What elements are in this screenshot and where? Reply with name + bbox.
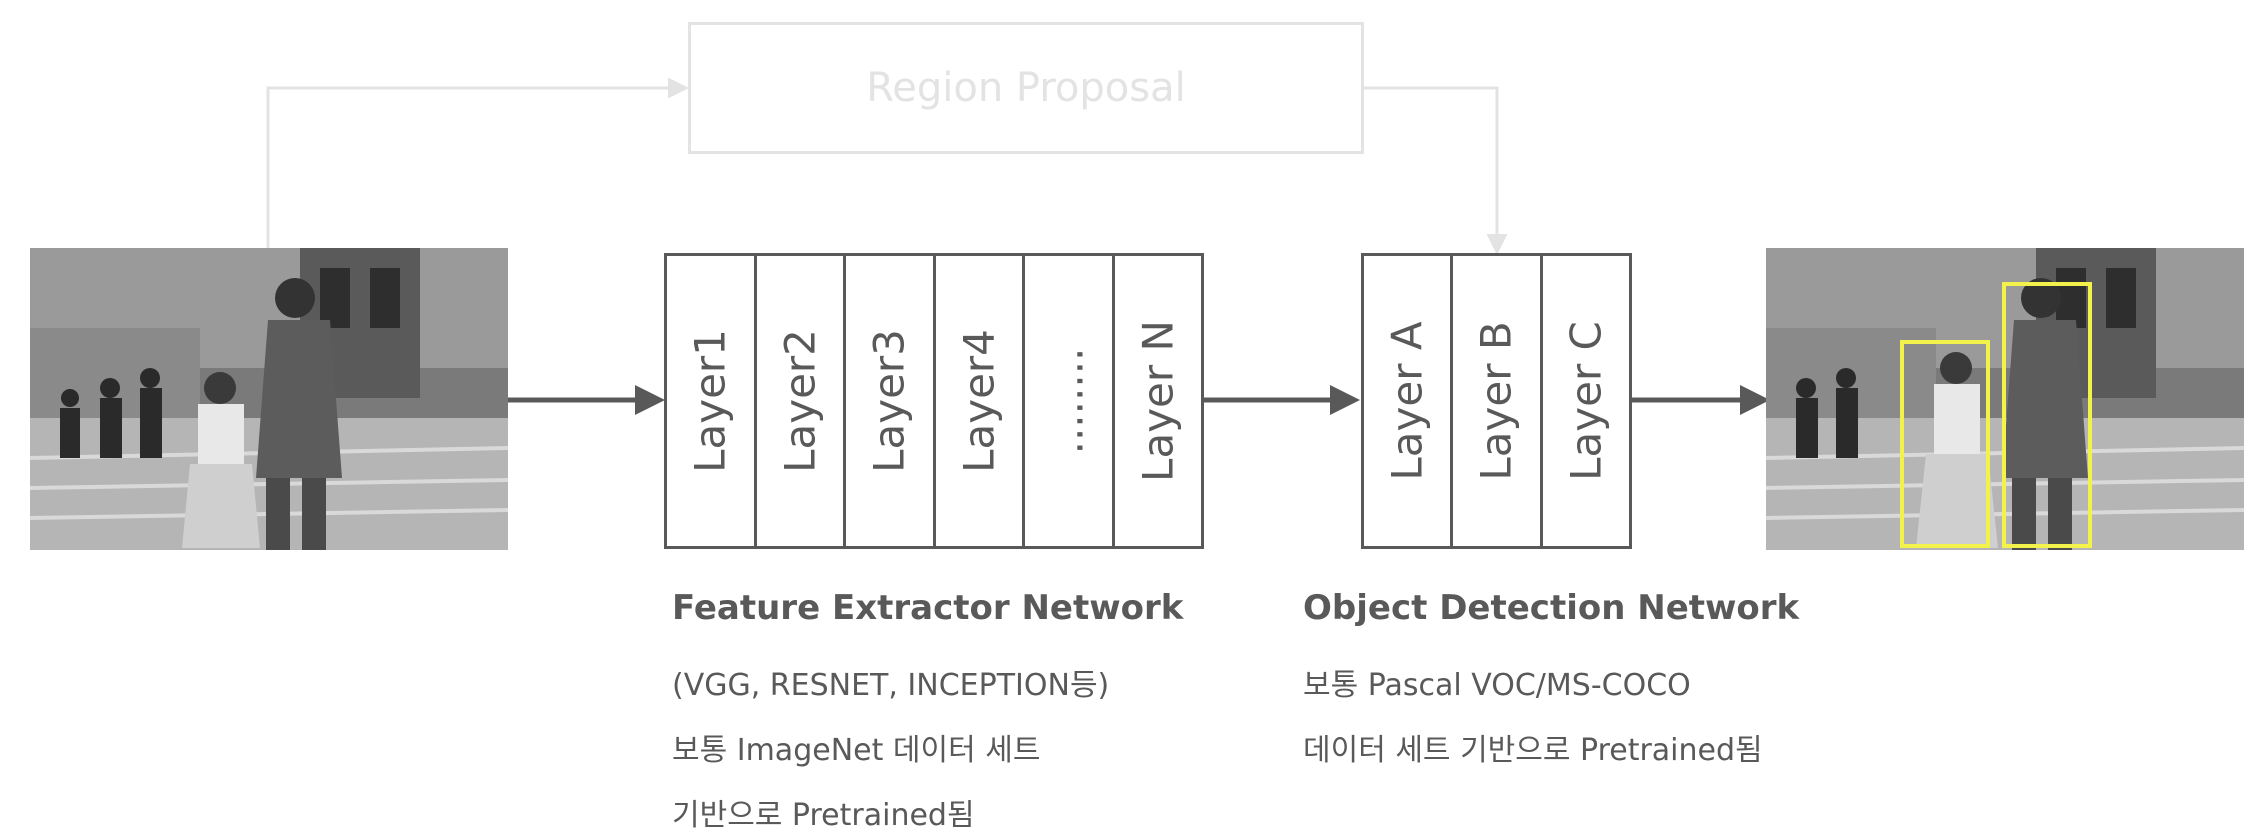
region-proposal-input-line <box>266 77 689 248</box>
feature-extractor-desc-2: 보통 ImageNet 데이터 세트 <box>672 733 1041 768</box>
feature-layer-1: Layer1 <box>667 256 757 546</box>
object-detection-desc-1: 보통 Pascal VOC/MS-COCO <box>1303 668 1691 703</box>
feature-layer-3: Layer3 <box>846 256 936 546</box>
feature-layer-3-label: Layer3 <box>864 329 914 473</box>
feature-layer-4: Layer4 <box>936 256 1025 546</box>
feature-extractor-box: Layer1 Layer2 Layer3 Layer4 ........ Lay… <box>664 253 1204 549</box>
feature-layer-n-label: Layer N <box>1133 320 1183 482</box>
object-detection-title: Object Detection Network <box>1303 588 1800 628</box>
feature-layer-ellipsis-label: ........ <box>1043 347 1093 455</box>
region-proposal-box: Region Proposal <box>688 22 1364 154</box>
object-detection-desc-2: 데이터 세트 기반으로 Pretrained됨 <box>1303 733 1763 768</box>
detection-layer-c: Layer C <box>1543 256 1629 546</box>
feature-layer-1-label: Layer1 <box>685 329 735 473</box>
output-photo-scene <box>1766 248 2244 550</box>
feature-layer-n: Layer N <box>1115 256 1202 546</box>
object-detection-box: Layer A Layer B Layer C <box>1361 253 1632 549</box>
bbox-man <box>2002 282 2092 548</box>
detection-layer-b: Layer B <box>1453 256 1543 546</box>
output-photo <box>1766 248 2244 550</box>
region-proposal-output-line <box>1364 86 1508 255</box>
detection-layer-b-label: Layer B <box>1471 321 1521 481</box>
region-proposal-label: Region Proposal <box>866 65 1186 111</box>
detection-layer-a: Layer A <box>1364 256 1454 546</box>
feature-extractor-title: Feature Extractor Network <box>672 588 1184 628</box>
feature-layer-4-label: Layer4 <box>954 329 1004 473</box>
detection-layer-c-label: Layer C <box>1561 321 1611 481</box>
feature-layer-ellipsis: ........ <box>1025 256 1115 546</box>
feature-layer-2: Layer2 <box>757 256 846 546</box>
detection-layer-a-label: Layer A <box>1382 321 1432 481</box>
input-photo-scene <box>30 248 508 550</box>
input-photo <box>30 248 508 550</box>
feature-layer-2-label: Layer2 <box>775 329 825 473</box>
feature-extractor-desc-3: 기반으로 Pretrained됨 <box>672 798 975 833</box>
bbox-woman <box>1900 340 1990 548</box>
feature-extractor-desc-1: (VGG, RESNET, INCEPTION등) <box>672 668 1110 703</box>
